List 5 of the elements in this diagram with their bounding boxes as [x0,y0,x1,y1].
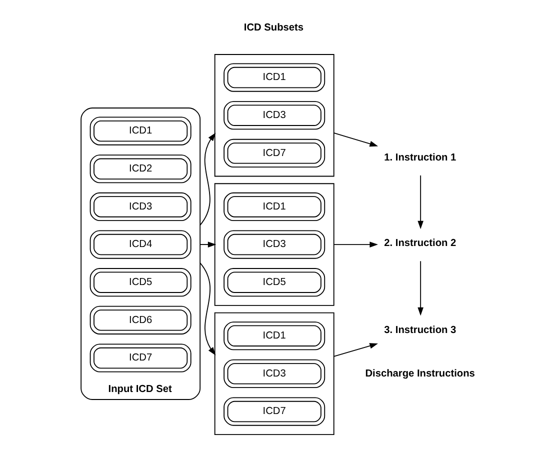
node-text: 2. Instruction 2 [384,238,456,250]
node-text: 1. Instruction 1 [384,152,456,164]
label: Discharge Instructions [365,368,475,380]
node-text: 3. Instruction 3 [384,324,456,336]
label: ICD Subsets [244,22,304,34]
